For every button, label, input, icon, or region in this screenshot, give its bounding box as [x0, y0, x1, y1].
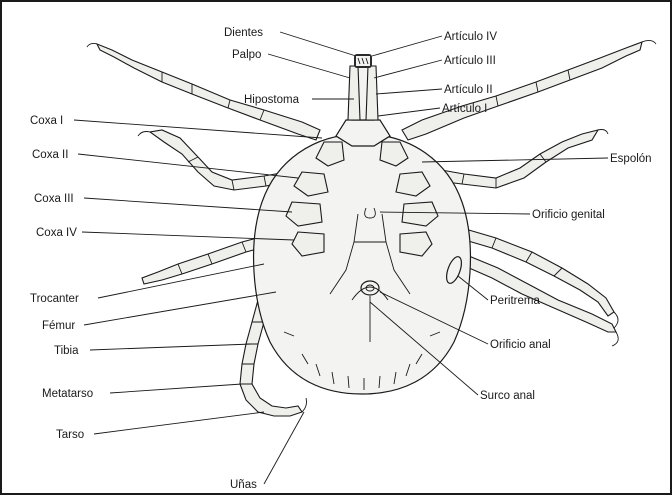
label-dientes: Dientes — [224, 27, 263, 39]
palp-left — [348, 66, 360, 120]
hypostome-teeth — [354, 54, 372, 68]
label-palpo: Palpo — [232, 49, 261, 61]
label-coxa-ii: Coxa II — [32, 149, 68, 161]
label-articulo-ii: Artículo II — [444, 84, 493, 96]
label-peritrema: Peritrema — [490, 295, 540, 307]
label-femur: Fémur — [42, 320, 75, 332]
idiosoma — [254, 134, 471, 394]
label-espolon: Espolón — [610, 153, 652, 165]
leg-1-right — [402, 40, 656, 140]
label-trocanter: Trocanter — [30, 293, 79, 305]
label-surco-anal: Surco anal — [480, 390, 535, 402]
label-metatarso: Metatarso — [42, 388, 93, 400]
label-orificio-anal: Orificio anal — [490, 339, 551, 351]
leg-1-left — [87, 43, 320, 140]
label-articulo-i: Artículo I — [442, 103, 487, 115]
anus — [361, 281, 379, 295]
palp-right — [366, 66, 378, 120]
label-tibia: Tibia — [54, 345, 79, 357]
label-coxa-i: Coxa I — [30, 115, 63, 127]
label-hipostoma: Hipostoma — [244, 94, 300, 106]
label-tarso: Tarso — [56, 429, 84, 441]
label-articulo-iii: Artículo III — [444, 55, 496, 67]
label-articulo-iv: Artículo IV — [444, 31, 497, 43]
label-unas: Uñas — [230, 479, 257, 491]
label-coxa-iv: Coxa IV — [36, 227, 77, 239]
label-coxa-iii: Coxa III — [34, 193, 74, 205]
label-orificio-genital: Orificio genital — [532, 209, 605, 221]
